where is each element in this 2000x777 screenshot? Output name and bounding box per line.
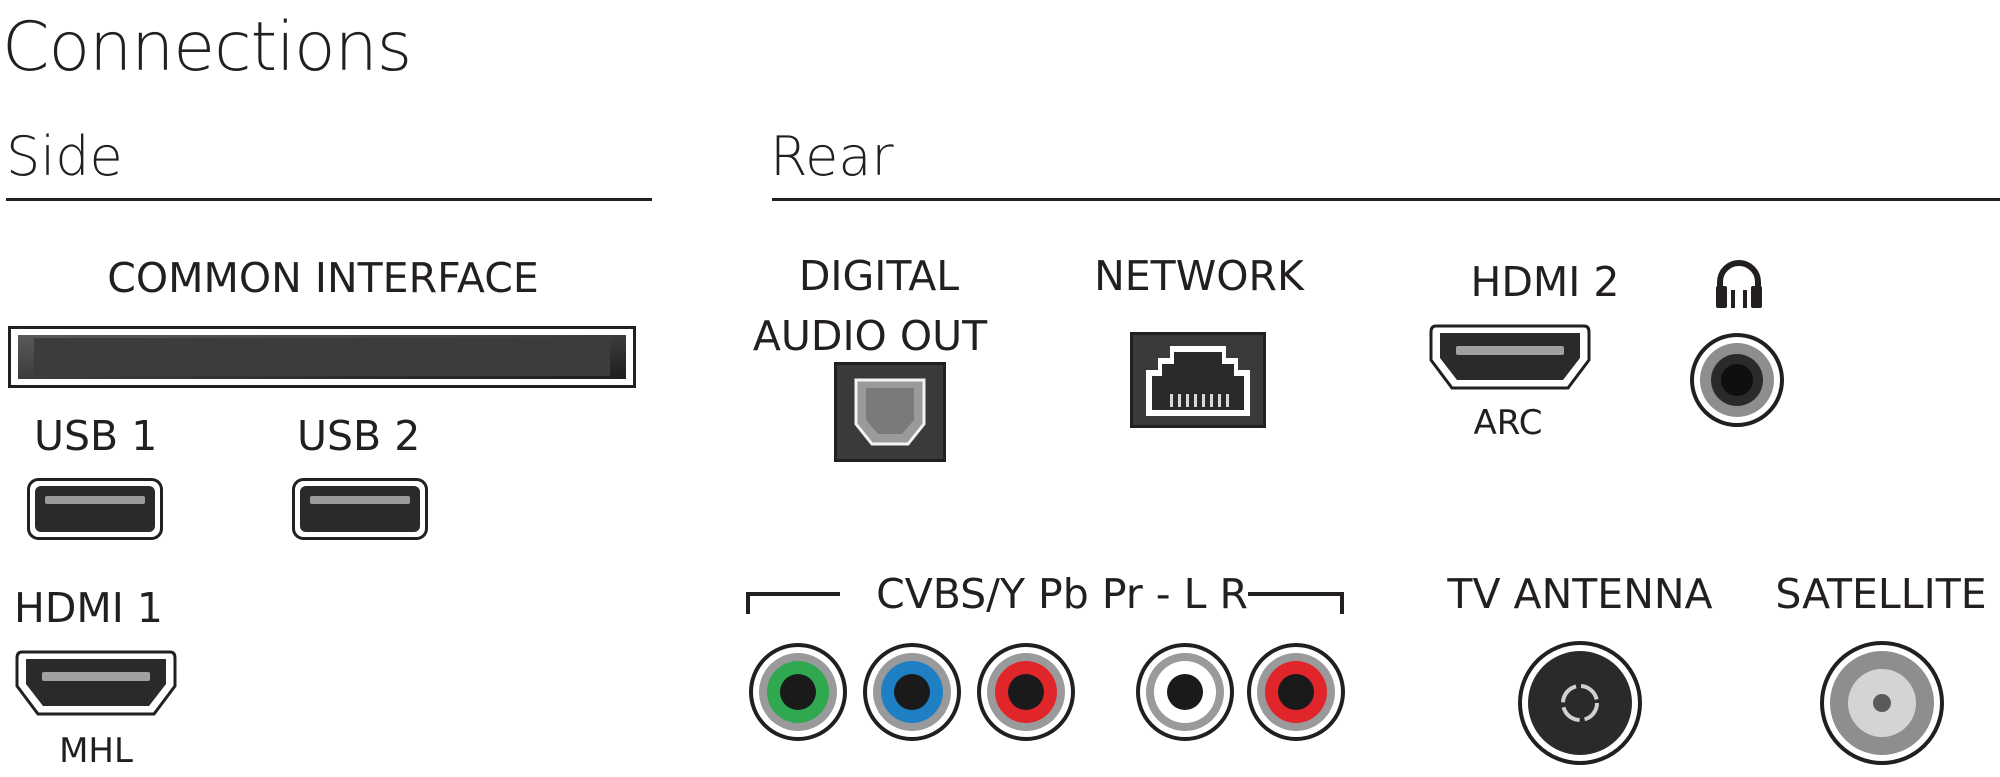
usb1-port[interactable]	[27, 478, 163, 540]
rca-red-jack-r[interactable]	[1246, 642, 1346, 742]
hdmi2-arc-label: ARC	[1473, 403, 1543, 443]
satellite-label: SATELLITE	[1775, 570, 1987, 618]
section-side-label: Side	[6, 125, 123, 188]
component-bracket-right	[1248, 592, 1342, 596]
satellite-port[interactable]	[1819, 640, 1945, 766]
hdmi1-label: HDMI 1	[14, 584, 163, 632]
common-interface-label: COMMON INTERFACE	[107, 254, 539, 302]
rca-red-jack-pr[interactable]	[976, 642, 1076, 742]
rca-white-jack-l[interactable]	[1135, 642, 1235, 742]
side-divider	[6, 198, 652, 201]
digital-audio-out-label-line2: AUDIO OUT	[752, 312, 988, 360]
hdmi1-mhl-label: MHL	[59, 731, 133, 771]
digital-audio-out-label-line1: DIGITAL	[798, 252, 960, 300]
component-bracket-left-tick	[746, 592, 750, 614]
headphone-jack[interactable]	[1689, 332, 1785, 428]
common-interface-slot[interactable]	[8, 326, 636, 388]
rca-green-jack[interactable]	[748, 642, 848, 742]
headphones-icon	[1716, 260, 1762, 308]
component-label: CVBS/Y Pb Pr - L R	[876, 570, 1248, 618]
component-bracket-right-tick	[1340, 592, 1344, 614]
usb1-label: USB 1	[34, 412, 158, 460]
rca-blue-jack[interactable]	[862, 642, 962, 742]
component-bracket-left	[748, 592, 840, 596]
network-port[interactable]	[1130, 332, 1266, 428]
digital-audio-out-port[interactable]	[834, 362, 946, 462]
usb2-label: USB 2	[297, 412, 421, 460]
hdmi2-port[interactable]	[1428, 322, 1592, 394]
hdmi1-port[interactable]	[14, 648, 178, 720]
usb2-port[interactable]	[292, 478, 428, 540]
tv-antenna-label: TV ANTENNA	[1447, 570, 1713, 618]
network-label: NETWORK	[1094, 252, 1304, 300]
tv-antenna-port[interactable]	[1517, 640, 1643, 766]
page-title: Connections	[2, 8, 412, 87]
rear-divider	[772, 198, 2000, 201]
hdmi2-label: HDMI 2	[1470, 258, 1620, 306]
section-rear-label: Rear	[770, 125, 894, 188]
